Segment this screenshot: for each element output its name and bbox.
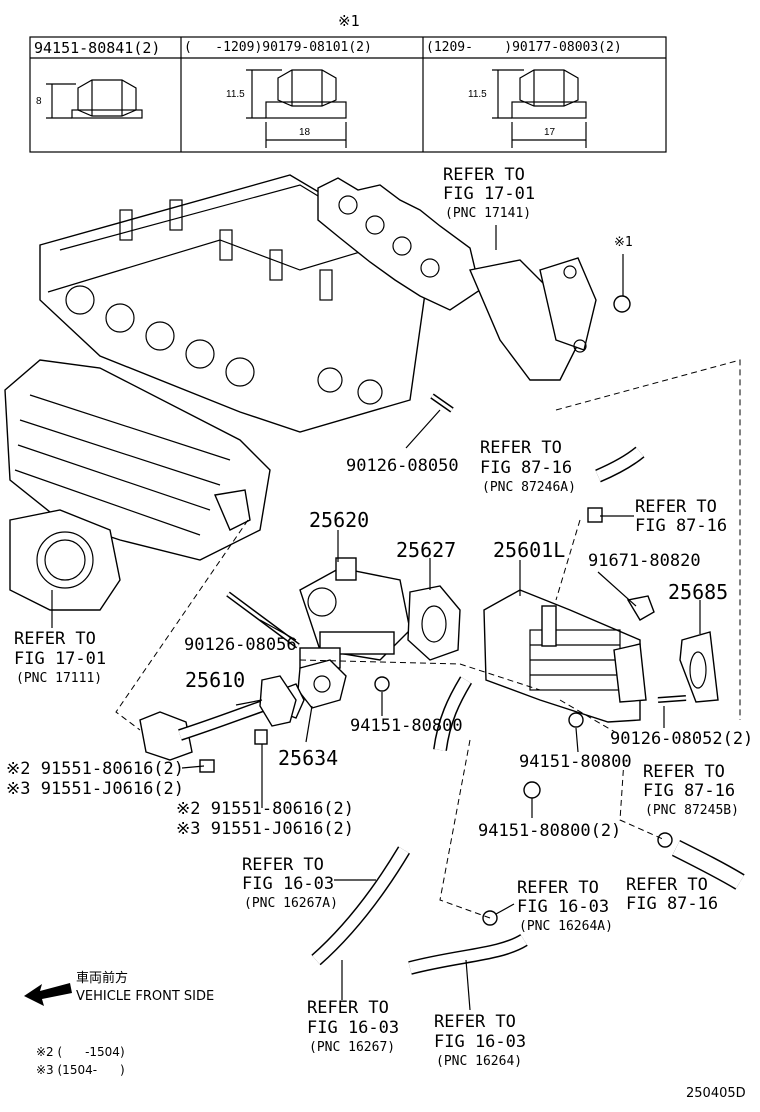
gasket-25627-drawing xyxy=(407,585,461,661)
ref-label: FIG 87-16 xyxy=(635,516,728,536)
ref-label: REFER TO xyxy=(480,438,562,458)
table-col3-part: (1209- )90177-08003(2) xyxy=(426,40,622,55)
pnc-label: (PNC 17141) xyxy=(445,206,532,221)
ref-label: FIG 16-03 xyxy=(242,874,335,894)
part-number[interactable]: 90126-08056 xyxy=(184,635,297,655)
fastener-table xyxy=(29,36,667,153)
part-number[interactable]: 94151-80800(2) xyxy=(478,821,622,841)
ref-label: FIG 87-16 xyxy=(626,894,719,914)
intake-manifold-drawing xyxy=(4,359,271,611)
part-number[interactable]: 25685 xyxy=(668,580,729,604)
leader-lines xyxy=(51,225,701,1011)
pnc-label: (PNC 17111) xyxy=(16,671,103,686)
ref-label: REFER TO xyxy=(643,762,725,782)
ref-label: REFER TO xyxy=(626,875,708,895)
footnote-2: ※2 ( -1504) xyxy=(36,1045,125,1059)
front-arrow-icon xyxy=(24,983,72,1006)
flange-nut-icon xyxy=(492,69,587,148)
pnc-label: (PNC 16264) xyxy=(436,1054,523,1069)
part-number[interactable]: ※2 91551-80616(2) xyxy=(176,799,355,819)
ref-label: REFER TO xyxy=(443,165,525,185)
dim-width-2: 18 xyxy=(299,127,311,138)
part-number[interactable]: 25620 xyxy=(309,508,370,532)
part-number[interactable]: 25610 xyxy=(185,668,246,692)
dim-width-3: 17 xyxy=(544,127,556,138)
pnc-label: (PNC 16267) xyxy=(309,1040,396,1055)
ref-label: REFER TO xyxy=(242,855,324,875)
pnc-label: (PNC 87246A) xyxy=(482,480,576,495)
cylinder-head-drawing xyxy=(39,174,431,433)
flange-nut-icon xyxy=(46,79,143,119)
table-mark: ※1 xyxy=(338,12,360,30)
ref-label: FIG 17-01 xyxy=(14,649,107,669)
part-number[interactable]: 90126-08050 xyxy=(346,456,459,476)
part-number[interactable]: 25627 xyxy=(396,538,457,562)
part-number[interactable]: 94151-80800 xyxy=(519,752,632,772)
pnc-label: (PNC 16264A) xyxy=(519,919,613,934)
ref-label: REFER TO xyxy=(434,1012,516,1032)
pnc-label: (PNC 87245B) xyxy=(645,803,739,818)
flange-nut-icon xyxy=(246,69,347,148)
front-side-label-jp: 車両前方 xyxy=(76,971,129,986)
part-number[interactable]: 94151-80800 xyxy=(350,716,463,736)
dashed-guides xyxy=(115,359,741,919)
egr-cooler-drawing xyxy=(483,589,647,723)
egr-valve-drawing xyxy=(299,557,411,669)
part-number[interactable]: 25601L xyxy=(493,538,566,562)
dim-height-1: 8 xyxy=(36,96,42,107)
part-number[interactable]: ※3 91551-J0616(2) xyxy=(176,819,355,839)
ref-label: FIG 16-03 xyxy=(517,897,610,917)
table-col2-part: ( -1209)90179-08101(2) xyxy=(184,40,372,55)
ref-label: REFER TO xyxy=(635,497,717,517)
ref-label: FIG 16-03 xyxy=(307,1018,400,1038)
dim-height-3: 11.5 xyxy=(468,89,487,100)
part-number[interactable]: 25634 xyxy=(278,746,339,770)
diagram-id: 250405D xyxy=(686,1086,746,1101)
pnc-label: (PNC 16267A) xyxy=(244,896,338,911)
gasket-25685-drawing xyxy=(679,631,719,703)
mark-label: ※1 xyxy=(614,235,633,250)
ref-label: FIG 87-16 xyxy=(643,781,736,801)
part-number[interactable]: ※2 91551-80616(2) xyxy=(6,759,185,779)
exhaust-manifold-drawing xyxy=(317,177,597,381)
ref-label: REFER TO xyxy=(517,878,599,898)
ref-label: FIG 16-03 xyxy=(434,1032,527,1052)
front-side-label: VEHICLE FRONT SIDE xyxy=(76,989,215,1004)
dim-height-2: 11.5 xyxy=(226,89,245,100)
part-number[interactable]: ※3 91551-J0616(2) xyxy=(6,779,185,799)
part-number[interactable]: 90126-08052(2) xyxy=(610,729,754,749)
egr-pipe-drawing xyxy=(139,675,297,761)
ref-label: FIG 17-01 xyxy=(443,184,536,204)
ref-label: REFER TO xyxy=(14,629,96,649)
ref-label: FIG 87-16 xyxy=(480,458,573,478)
hoses-drawing xyxy=(311,446,745,975)
ref-label: REFER TO xyxy=(307,998,389,1018)
fasteners-drawing xyxy=(199,295,687,799)
footnote-3: ※3 (1504- ) xyxy=(36,1063,125,1077)
part-number[interactable]: 91671-80820 xyxy=(588,551,701,571)
table-col1-part: 94151-80841(2) xyxy=(34,39,161,57)
